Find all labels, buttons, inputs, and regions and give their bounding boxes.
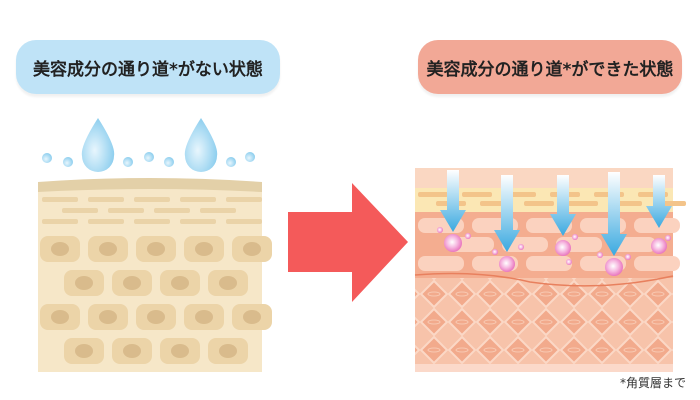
cell-nucleus [219,344,237,358]
ingredient-bubble-icon [625,254,631,260]
arrow-down-icon [601,172,627,256]
cell-nucleus [243,242,261,256]
water-drop-icon [184,118,218,172]
flat-cell [88,219,124,224]
flat-cell [134,219,170,224]
skin-cell [634,256,680,271]
skin-no-pathway [38,178,272,372]
skin-with-pathway [414,168,686,372]
water-droplet-icon [123,157,133,167]
cell-nucleus [99,310,117,324]
skin-cell [418,256,464,271]
ingredient-bubble-icon [492,249,498,255]
cell-nucleus [51,242,69,256]
ingredient-bubble-icon [665,235,671,241]
ingredient-bubble-icon [572,234,578,240]
flat-cell [568,201,598,206]
water-droplet-icon [226,157,236,167]
water-droplet-icon [245,152,255,162]
cell-nucleus [147,242,165,256]
flat-cell [200,208,236,213]
footnote: *角質層まで [619,376,686,390]
ingredient-bubble-icon [444,234,462,252]
ingredient-bubble-icon [499,256,515,272]
cell-nucleus [99,242,117,256]
cell-nucleus [123,276,141,290]
ingredient-bubble-icon [465,233,471,239]
skin-cell [526,256,572,271]
flat-cell [226,219,262,224]
cell-nucleus [51,310,69,324]
label-text: 美容成分の通り道*がない状態 [33,59,263,80]
label-with-pathway: 美容成分の通り道*ができた状態 [418,40,682,94]
arrow-down-icon [494,175,520,252]
flat-cell [180,197,216,202]
water-drops [42,118,255,172]
flat-cell [154,208,190,213]
cell-nucleus [147,310,165,324]
flat-cell [42,197,78,202]
cell-nucleus [195,242,213,256]
arrow-down-icon [550,175,576,236]
ingredient-bubble-icon [555,240,571,256]
arrow-down-icon [440,170,466,232]
ingredient-bubble-icon [597,252,603,258]
flat-cell [524,201,554,206]
arrow-right-icon [288,183,408,302]
ingredient-bubble-icon [566,259,572,265]
cell-nucleus [171,344,189,358]
water-drop-icon [81,118,115,172]
label-no-pathway: 美容成分の通り道*がない状態 [16,40,280,94]
cell-nucleus [195,310,213,324]
water-droplet-icon [164,157,174,167]
flat-cell [62,208,98,213]
skin-cell [634,218,680,233]
cell-nucleus [219,276,237,290]
cell-nucleus [243,310,261,324]
ingredient-bubble-icon [651,238,667,254]
water-droplet-icon [144,152,154,162]
flat-cell [226,197,262,202]
water-droplet-icon [42,153,52,163]
water-droplet-icon [63,157,73,167]
flat-cell [88,197,124,202]
cell-nucleus [75,344,93,358]
flat-cell [506,192,536,197]
arrow-down-icon [646,175,672,228]
label-text: 美容成分の通り道*ができた状態 [426,59,674,80]
flat-cell [418,192,448,197]
cell-nucleus [171,276,189,290]
flat-cell [134,197,170,202]
cell-nucleus [123,344,141,358]
ingredient-bubble-icon [605,258,623,276]
flat-cell [180,219,216,224]
ingredient-bubble-icon [518,244,524,250]
flat-cell [108,208,144,213]
flat-cell [462,192,492,197]
cell-nucleus [75,276,93,290]
flat-cell [42,219,78,224]
ingredient-bubble-icon [437,227,443,233]
